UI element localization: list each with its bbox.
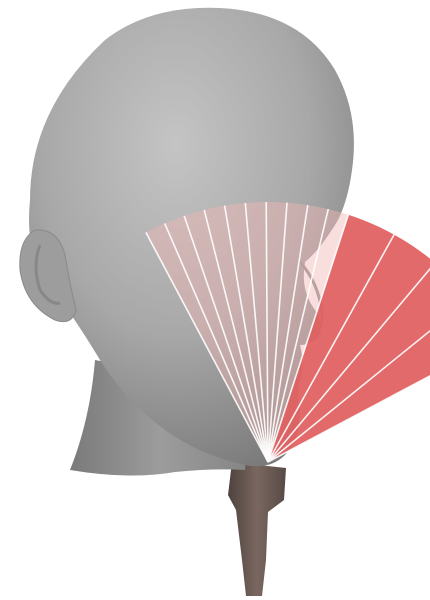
- neck-stand: [228, 462, 286, 596]
